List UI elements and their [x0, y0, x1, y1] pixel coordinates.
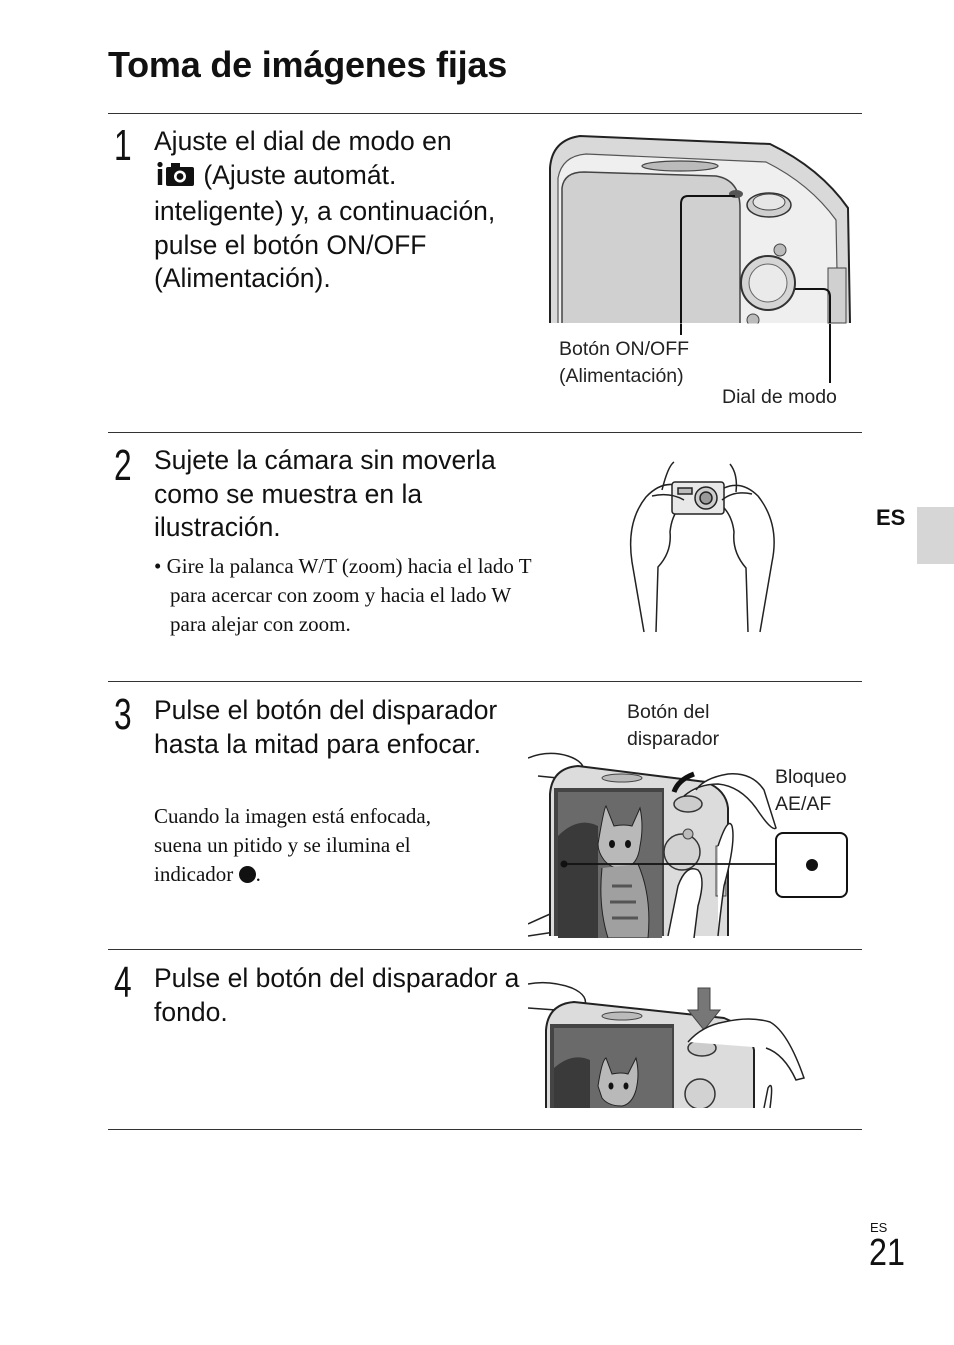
- step-2-heading: Sujete la cámara sin moverla como se mue…: [154, 445, 496, 542]
- step-1-heading-part2: (Ajuste automát. inteligente) y, a conti…: [154, 159, 496, 294]
- page-title: Toma de imágenes fijas: [108, 44, 508, 85]
- step-2-number: 2: [114, 441, 132, 490]
- intelligent-auto-camera-icon: [154, 161, 196, 196]
- step-3-heading: Pulse el botón del disparador hasta la m…: [154, 695, 498, 759]
- step-1-number: 1: [114, 121, 132, 170]
- step-1-heading-part1: Ajuste el dial de modo en: [154, 126, 452, 156]
- power-button-label: Botón ON/OFF (Alimentación): [559, 336, 689, 390]
- divider-step-2: [108, 432, 862, 433]
- divider-bottom: [108, 1129, 862, 1130]
- power-button-label-line2: (Alimentación): [559, 365, 684, 387]
- language-tab-label: ES: [876, 505, 906, 530]
- step-1-heading: Ajuste el dial de modo en (Ajuste automá…: [154, 125, 524, 296]
- camera-full-press-illustration: [528, 981, 805, 1108]
- power-button-label-line1: Botón ON/OFF: [559, 338, 690, 360]
- step-3-body-part2: .: [255, 862, 261, 886]
- step-4-number: 4: [114, 958, 132, 1007]
- ae-af-lock-label-line2: AE/AF: [775, 793, 832, 815]
- footer-language: ES: [870, 1220, 888, 1235]
- filled-circle-icon: [238, 866, 256, 883]
- ae-af-lock-label-line1: Bloqueo: [775, 766, 847, 788]
- step-3-number: 3: [114, 690, 132, 739]
- shutter-button-label-line2: disparador: [627, 728, 720, 750]
- camera-top-illustration: [540, 134, 860, 418]
- step-2-bullet: • Gire la palanca W/T (zoom) hacia el la…: [154, 554, 532, 636]
- hands-holding-camera-illustration: [629, 461, 775, 633]
- mode-dial-label: Dial de modo: [722, 386, 837, 408]
- page-number: 21: [869, 1232, 905, 1274]
- divider-step-4: [108, 949, 862, 950]
- divider-top: [108, 113, 862, 114]
- camera-half-press-illustration: [528, 752, 848, 938]
- step-4-heading: Pulse el botón del disparador a fondo.: [154, 963, 520, 1027]
- divider-step-3: [108, 681, 862, 682]
- language-tab: [917, 507, 954, 564]
- shutter-button-label: Botón del disparador: [627, 699, 719, 753]
- step-3-body: Cuando la imagen está enfocada, suena un…: [154, 802, 484, 889]
- shutter-button-label-line1: Botón del: [627, 701, 710, 723]
- step-3-body-part1: Cuando la imagen está enfocada, suena un…: [154, 804, 431, 886]
- ae-af-lock-label: Bloqueo AE/AF: [775, 764, 847, 818]
